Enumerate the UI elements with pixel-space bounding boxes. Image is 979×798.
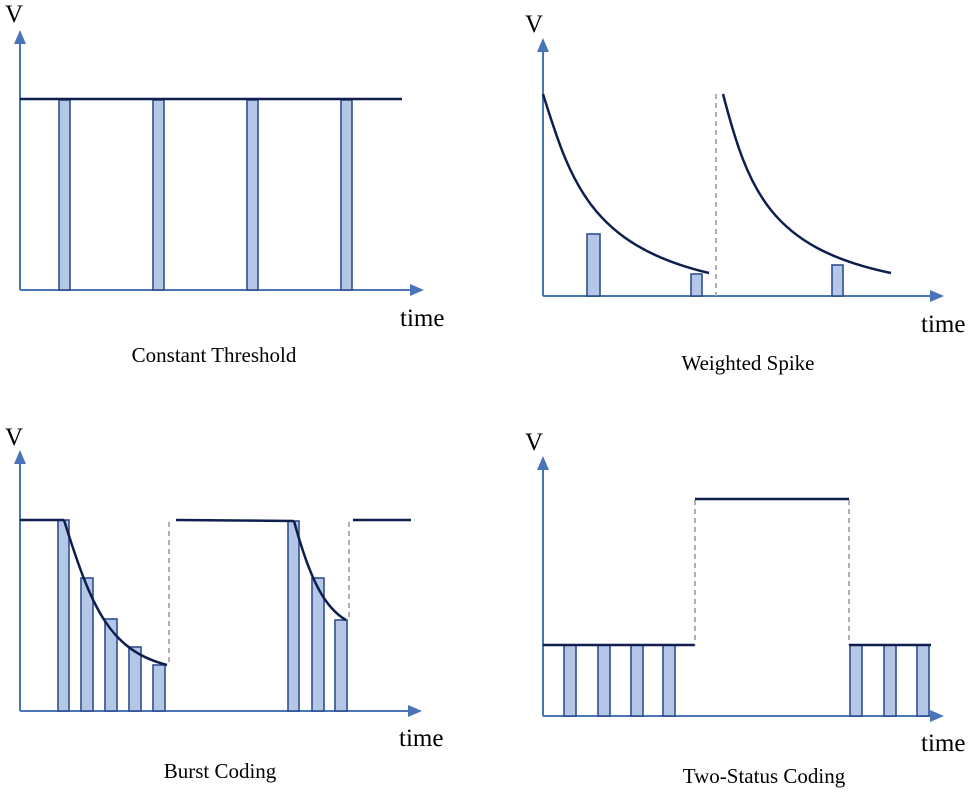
spike-bar <box>334 619 348 712</box>
spike-bar <box>849 644 863 717</box>
decaying-threshold-curve <box>541 93 710 275</box>
y-axis-arrow-icon <box>537 456 549 470</box>
spike-bar <box>690 273 703 297</box>
panel-burst-coding: V time Burst Coding <box>5 424 443 783</box>
spike-bar <box>152 664 166 712</box>
y-axis-label: V <box>525 11 543 38</box>
spike-bar <box>597 644 611 717</box>
y-axis-arrow-icon <box>537 38 549 52</box>
spike-bar <box>80 577 94 712</box>
x-axis-arrow-icon <box>408 705 422 717</box>
x-axis-arrow-icon <box>930 710 944 722</box>
spike-bar <box>916 644 930 717</box>
spike-bar <box>58 99 71 291</box>
spike-bar <box>152 99 165 291</box>
panel-constant-threshold: V time Constant Threshold <box>5 1 444 367</box>
y-axis-label: V <box>5 424 23 451</box>
y-axis-arrow-icon <box>14 450 26 464</box>
spike-bar <box>831 264 844 297</box>
x-axis-label: time <box>921 730 965 757</box>
burst-threshold-curve <box>292 520 347 622</box>
spike-bar <box>311 577 325 712</box>
panel-caption: Constant Threshold <box>132 343 297 367</box>
panel-caption: Weighted Spike <box>681 351 814 375</box>
spike-bar <box>630 644 644 717</box>
x-axis-label: time <box>400 305 444 332</box>
spike-bar <box>104 618 118 712</box>
y-axis-arrow-icon <box>14 30 26 44</box>
burst-threshold-curve <box>62 519 168 667</box>
panel-weighted-spike: V time Weighted Spike <box>525 11 965 375</box>
x-axis-label: time <box>921 311 965 338</box>
spike-bar <box>563 644 577 717</box>
panel-two-status-coding: V time Two-Status Coding <box>525 429 965 788</box>
x-axis-arrow-icon <box>930 290 944 302</box>
y-axis-label: V <box>5 1 23 28</box>
spike-bar <box>883 644 897 717</box>
decaying-threshold-curve <box>721 93 892 275</box>
spike-bar <box>287 520 300 712</box>
x-axis-arrow-icon <box>410 284 424 296</box>
spike-bar <box>246 99 259 291</box>
y-axis-label: V <box>525 429 543 456</box>
x-axis-label: time <box>399 725 443 752</box>
spike-bar <box>57 519 70 712</box>
spike-bar <box>662 644 676 717</box>
panel-caption: Two-Status Coding <box>683 764 846 788</box>
spike-bar <box>586 233 601 297</box>
panel-caption: Burst Coding <box>164 759 277 783</box>
spike-bar <box>340 99 353 291</box>
spike-bar <box>128 646 142 712</box>
threshold-line <box>175 518 295 523</box>
